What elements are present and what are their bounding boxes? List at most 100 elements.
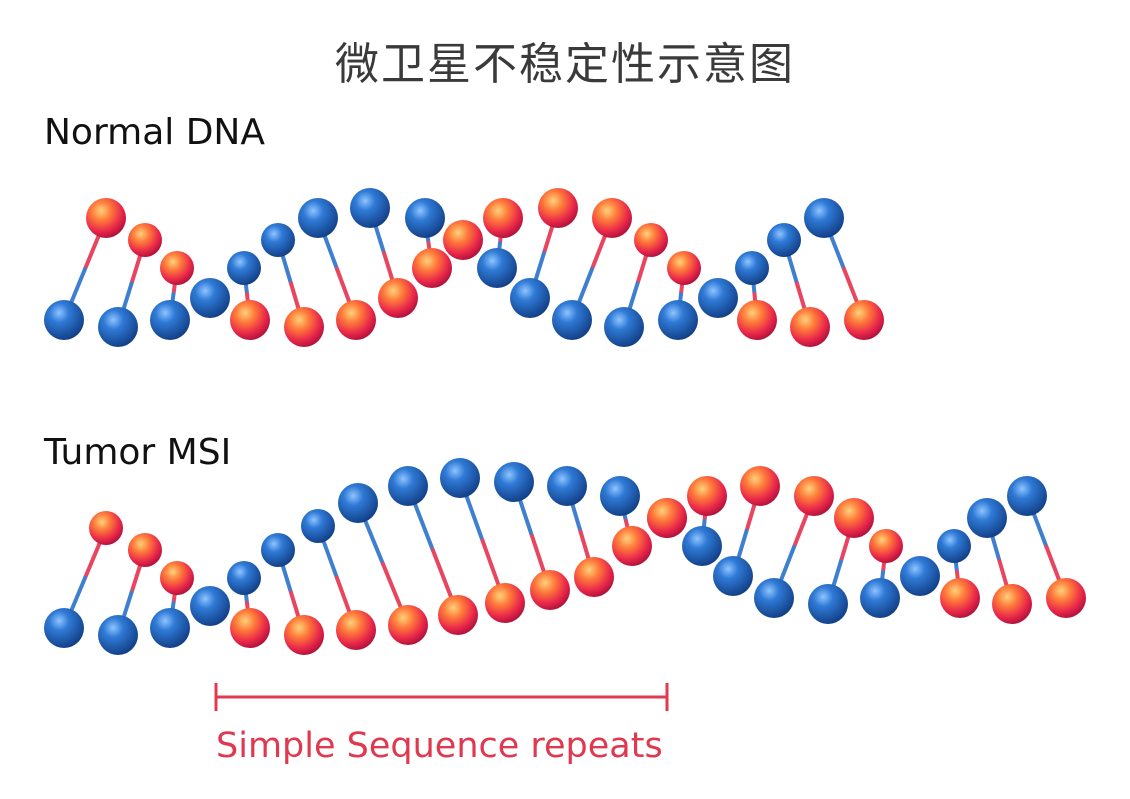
repeat-label: Simple Sequence repeats bbox=[216, 726, 663, 766]
base-pair bbox=[440, 458, 525, 623]
base-pair bbox=[754, 476, 834, 618]
base-pair bbox=[190, 586, 230, 626]
blue-nucleotide bbox=[477, 248, 517, 288]
base-pair bbox=[735, 251, 777, 340]
tumor-msi-label: Tumor MSI bbox=[44, 432, 232, 473]
base-pair bbox=[510, 188, 578, 318]
base-pair bbox=[338, 483, 428, 645]
blue-nucleotide bbox=[494, 462, 534, 502]
base-pair bbox=[44, 198, 126, 340]
base-pair bbox=[658, 251, 701, 340]
base-pair bbox=[900, 556, 940, 596]
base-pair bbox=[682, 476, 727, 566]
base-pair bbox=[967, 498, 1032, 624]
base-pair bbox=[647, 498, 687, 538]
repeat-bracket bbox=[214, 683, 669, 711]
base-pair bbox=[190, 278, 230, 318]
blue-nucleotide bbox=[552, 300, 592, 340]
blue-nucleotide bbox=[713, 556, 753, 596]
red-nucleotide bbox=[336, 610, 376, 650]
red-nucleotide bbox=[687, 476, 727, 516]
blue-nucleotide bbox=[682, 526, 722, 566]
red-nucleotide bbox=[538, 188, 578, 228]
normal-dna-helix bbox=[44, 188, 884, 347]
red-nucleotide bbox=[794, 476, 834, 516]
blue-nucleotide bbox=[547, 466, 587, 506]
red-nucleotide bbox=[737, 300, 777, 340]
blue-nucleotide bbox=[150, 608, 190, 648]
blue-nucleotide bbox=[804, 198, 844, 238]
blue-nucleotide bbox=[937, 529, 971, 563]
red-nucleotide bbox=[634, 223, 668, 257]
red-nucleotide bbox=[160, 561, 194, 595]
base-pair bbox=[227, 561, 270, 648]
blue-nucleotide bbox=[440, 458, 480, 498]
blue-nucleotide bbox=[658, 300, 698, 340]
blue-nucleotide bbox=[98, 615, 138, 655]
red-nucleotide bbox=[790, 307, 830, 347]
blue-nucleotide bbox=[338, 483, 378, 523]
blue-nucleotide bbox=[190, 278, 230, 318]
red-nucleotide bbox=[940, 578, 980, 618]
blue-nucleotide bbox=[754, 578, 794, 618]
base-pair bbox=[405, 198, 452, 288]
red-nucleotide bbox=[844, 300, 884, 340]
red-nucleotide bbox=[1046, 578, 1086, 618]
blue-nucleotide bbox=[261, 533, 295, 567]
red-nucleotide bbox=[89, 511, 123, 545]
blue-nucleotide bbox=[350, 188, 390, 228]
base-pair bbox=[804, 198, 884, 340]
base-pair bbox=[547, 466, 614, 597]
blue-nucleotide bbox=[388, 466, 428, 506]
base-pair bbox=[767, 223, 830, 347]
red-nucleotide bbox=[740, 466, 780, 506]
red-nucleotide bbox=[284, 307, 324, 347]
red-nucleotide bbox=[128, 533, 162, 567]
blue-nucleotide bbox=[227, 561, 261, 595]
red-nucleotide bbox=[160, 251, 194, 285]
base-pair bbox=[552, 198, 632, 340]
blue-nucleotide bbox=[150, 300, 190, 340]
blue-nucleotide bbox=[298, 198, 338, 238]
red-nucleotide bbox=[412, 248, 452, 288]
diagram-title: 微卫星不稳定性示意图 bbox=[335, 39, 795, 90]
red-nucleotide bbox=[574, 557, 614, 597]
blue-nucleotide bbox=[261, 223, 295, 257]
red-nucleotide bbox=[834, 498, 874, 538]
blue-nucleotide bbox=[510, 278, 550, 318]
red-nucleotide bbox=[284, 615, 324, 655]
blue-nucleotide bbox=[190, 586, 230, 626]
base-pair bbox=[350, 188, 418, 318]
base-pair bbox=[261, 533, 324, 655]
blue-nucleotide bbox=[44, 300, 84, 340]
blue-nucleotide bbox=[967, 498, 1007, 538]
blue-nucleotide bbox=[860, 578, 900, 618]
red-nucleotide bbox=[378, 278, 418, 318]
blue-nucleotide bbox=[1007, 476, 1047, 516]
red-nucleotide bbox=[230, 608, 270, 648]
red-nucleotide bbox=[667, 251, 701, 285]
blue-nucleotide bbox=[44, 608, 84, 648]
blue-nucleotide bbox=[227, 251, 261, 285]
base-pair bbox=[227, 251, 270, 340]
base-pair bbox=[44, 511, 123, 648]
base-pair bbox=[604, 223, 668, 347]
red-nucleotide bbox=[388, 605, 428, 645]
base-pair bbox=[388, 466, 478, 635]
blue-nucleotide bbox=[808, 584, 848, 624]
base-pair bbox=[494, 462, 570, 610]
blue-nucleotide bbox=[600, 476, 640, 516]
base-pair bbox=[937, 529, 980, 618]
base-pair bbox=[477, 198, 523, 288]
base-pair bbox=[860, 529, 903, 618]
red-nucleotide bbox=[230, 300, 270, 340]
tumor-msi-helix bbox=[44, 458, 1086, 655]
red-nucleotide bbox=[485, 583, 525, 623]
red-nucleotide bbox=[128, 223, 162, 257]
red-nucleotide bbox=[438, 595, 478, 635]
blue-nucleotide bbox=[604, 307, 644, 347]
red-nucleotide bbox=[647, 498, 687, 538]
blue-nucleotide bbox=[98, 307, 138, 347]
base-pair bbox=[98, 223, 162, 347]
